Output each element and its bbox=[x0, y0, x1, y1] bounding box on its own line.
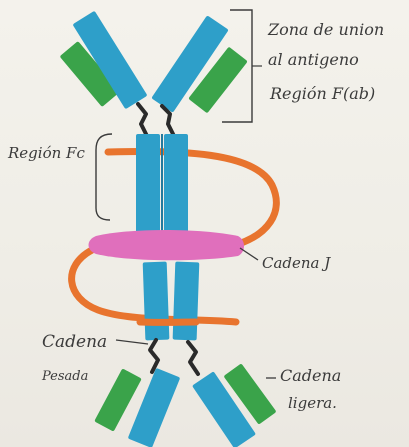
hinge-bottom-left bbox=[150, 340, 158, 372]
hinge-top-left bbox=[138, 104, 147, 136]
heavy-chain-label-line2: Pesada bbox=[42, 370, 88, 383]
light-chain-label-line2: ligera. bbox=[288, 396, 337, 411]
fc-region-label: Región Fc bbox=[8, 146, 85, 161]
j-chain-pointer bbox=[240, 248, 258, 260]
bracket-fc bbox=[96, 134, 112, 220]
binding-zone-label-line2: al antigeno bbox=[268, 52, 359, 68]
j-chain bbox=[89, 230, 245, 260]
fab-region-label: Región F(ab) bbox=[270, 86, 375, 102]
heavy-chain-pointer bbox=[116, 340, 148, 344]
heavy-chain-fc-upper-right bbox=[164, 134, 188, 234]
j-chain-label: Cadena J bbox=[262, 256, 330, 271]
heavy-chain-label-line1: Cadena bbox=[42, 334, 107, 351]
heavy-chain-fc-lower-right bbox=[173, 262, 200, 341]
light-chain-label-line1: Cadena bbox=[280, 368, 341, 384]
hinge-bottom-right bbox=[188, 342, 198, 374]
binding-zone-label-line1: Zona de union bbox=[268, 22, 384, 38]
heavy-chain-fc-lower-left bbox=[143, 262, 170, 341]
heavy-chain-fc-upper-left bbox=[136, 134, 160, 234]
